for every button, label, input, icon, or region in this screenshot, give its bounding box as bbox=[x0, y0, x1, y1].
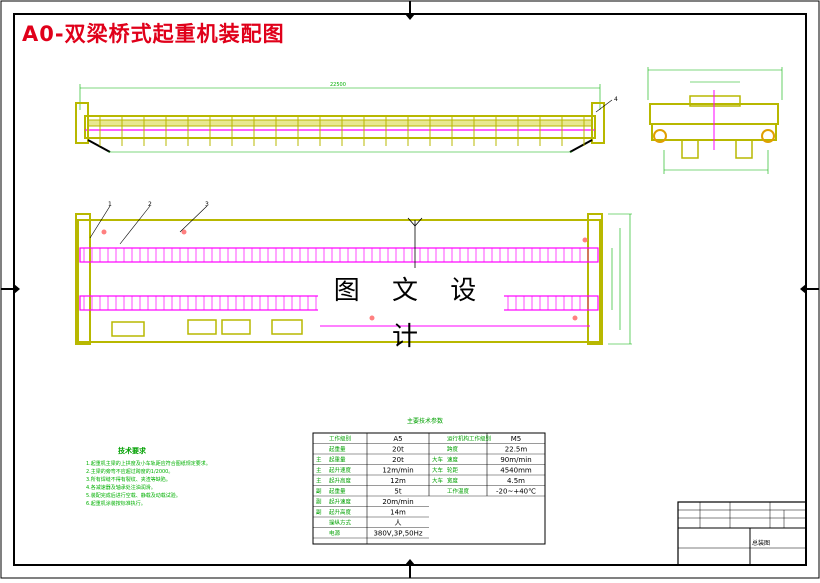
watermark: 图 文 设 计 bbox=[318, 268, 504, 352]
tech-note: 5.装配完成后进行空载、静载及动载试验。 bbox=[86, 493, 181, 499]
plan-end-left bbox=[75, 213, 91, 345]
title-block bbox=[677, 501, 807, 566]
spec-right-label: 轮距 bbox=[447, 466, 459, 474]
spec-left-value: 14m bbox=[390, 509, 406, 517]
spec-left-value: 人 bbox=[395, 519, 402, 527]
tech-requirements-notes: 1.起重机主梁的上拱度及小车轨距应符合图纸规定要求。 2.主梁的旁弯不应超过跨度… bbox=[86, 460, 256, 508]
spec-left-group: 主 bbox=[316, 456, 322, 464]
centering-arrows bbox=[14, 14, 806, 565]
end-truck-left bbox=[75, 102, 89, 144]
marker-dot-3 bbox=[369, 315, 375, 321]
spec-right-value: M5 bbox=[511, 435, 522, 443]
spec-right-label: 运行机构工作级别 bbox=[447, 435, 491, 443]
spec-table-title: 主要技术参数 bbox=[407, 418, 444, 425]
brace-right bbox=[569, 139, 593, 153]
spec-left-value: 5t bbox=[394, 488, 401, 496]
spec-left-value: A5 bbox=[393, 435, 402, 443]
spec-left-value: 20m/min bbox=[382, 498, 413, 506]
title-block-name: 总装图 bbox=[752, 539, 770, 547]
spec-left-label: 起升速度 bbox=[329, 466, 352, 474]
spec-left-value: 12m bbox=[390, 477, 406, 485]
spec-left-label: 起升高度 bbox=[329, 508, 352, 516]
tech-requirements-title: 技术要求 bbox=[118, 447, 146, 455]
plan-dimensions bbox=[608, 213, 632, 345]
callout-1: 1 bbox=[108, 201, 112, 208]
spec-left-value: 380V,3P,50Hz bbox=[373, 530, 422, 538]
drive-unit-4 bbox=[271, 319, 303, 335]
spec-left-label: 操纵方式 bbox=[329, 519, 352, 527]
spec-right-group: 大车 bbox=[432, 466, 444, 474]
drive-unit-3 bbox=[221, 319, 251, 335]
girder-top-flange bbox=[87, 119, 593, 127]
spec-left-label: 电源 bbox=[329, 529, 341, 537]
spec-right-value: 90m/min bbox=[500, 456, 531, 464]
marker-dot-4 bbox=[582, 237, 588, 243]
spec-left-group: 副 bbox=[316, 508, 322, 516]
drive-unit-2 bbox=[187, 319, 217, 335]
hook-block-2 bbox=[735, 139, 753, 159]
wheel-right bbox=[761, 129, 775, 143]
plan-end-right bbox=[587, 213, 603, 345]
spec-right-value: 4540mm bbox=[500, 467, 532, 475]
spec-left-value: 12m/min bbox=[382, 467, 413, 475]
spec-right-value: 22.5m bbox=[505, 446, 528, 454]
spec-left-group: 主 bbox=[316, 466, 322, 474]
trolley-top bbox=[689, 95, 741, 107]
spec-right-label: 跨度 bbox=[447, 445, 459, 453]
drive-unit-1 bbox=[111, 321, 145, 337]
tech-note: 1.起重机主梁的上拱度及小车轨距应符合图纸规定要求。 bbox=[86, 461, 211, 467]
spec-left-label: 工作级别 bbox=[329, 435, 351, 443]
side-view bbox=[647, 67, 783, 174]
main-girder-front bbox=[84, 115, 596, 139]
callout-3: 3 bbox=[205, 201, 209, 208]
marker-dot-1 bbox=[101, 229, 107, 235]
drawing-title: A0-双梁桥式起重机装配图 bbox=[22, 22, 285, 46]
tech-note: 3.所有焊缝不得有裂纹、夹渣等缺陷。 bbox=[86, 477, 171, 483]
front-elevation-view: 22500 bbox=[75, 82, 605, 153]
spec-left-label: 起升高度 bbox=[329, 477, 352, 485]
spec-left-label: 起重量 bbox=[329, 487, 346, 495]
wheel-left bbox=[653, 129, 667, 143]
callout-2: 2 bbox=[148, 201, 152, 208]
spec-right-label: 工作温度 bbox=[447, 487, 470, 495]
girder-upper bbox=[79, 247, 599, 263]
spec-right-label: 速度 bbox=[447, 456, 459, 464]
spec-right-group: 大车 bbox=[432, 456, 444, 464]
front-posts bbox=[99, 116, 585, 146]
callout-leaders bbox=[89, 99, 613, 245]
hook-block-1 bbox=[681, 139, 699, 159]
marker-dot-5 bbox=[572, 315, 578, 321]
spec-left-group: 主 bbox=[316, 477, 322, 485]
spec-left-value: 20t bbox=[392, 456, 404, 464]
spec-left-group: 副 bbox=[316, 487, 322, 495]
tech-note: 2.主梁的旁弯不应超过跨度的1/2000。 bbox=[86, 469, 174, 475]
brace-left bbox=[87, 139, 111, 153]
callout-4: 4 bbox=[614, 96, 618, 103]
spec-left-group: 副 bbox=[316, 498, 322, 506]
spec-left-label: 起重量 bbox=[329, 445, 346, 453]
end-truck-right bbox=[591, 102, 605, 144]
spec-left-value: 20t bbox=[392, 446, 404, 454]
side-dimensions bbox=[647, 67, 783, 174]
span-dimension bbox=[79, 84, 601, 110]
spec-left-label: 起重量 bbox=[329, 456, 346, 464]
tech-note: 4.各减速器及轴承处注油润滑。 bbox=[86, 485, 156, 491]
spec-right-value: 4.5m bbox=[507, 477, 525, 485]
plan-outline bbox=[77, 219, 601, 343]
spec-right-label: 宽度 bbox=[447, 477, 459, 485]
spec-right-group: 大车 bbox=[432, 477, 444, 485]
spec-left-label: 起升速度 bbox=[329, 498, 352, 506]
marker-dot-2 bbox=[181, 229, 187, 235]
spec-right-value: -20~+40℃ bbox=[496, 488, 536, 496]
tech-note: 6.起重机涂装按标准执行。 bbox=[86, 501, 146, 507]
span-dimension-text: 22500 bbox=[330, 82, 346, 88]
